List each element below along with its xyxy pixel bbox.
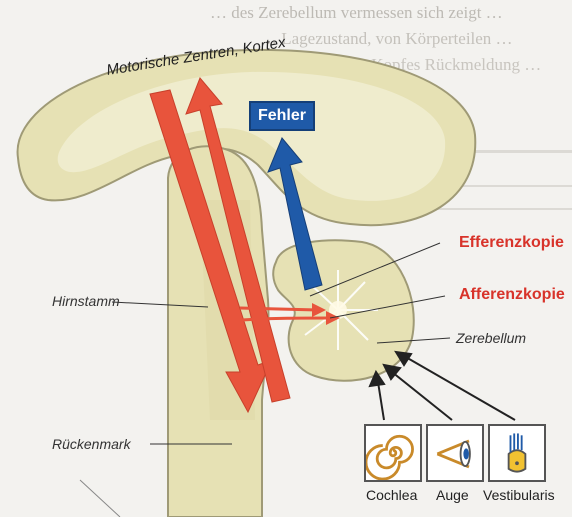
cochlea-label: Cochlea [366, 487, 417, 503]
rueckenmark-label: Rückenmark [52, 436, 131, 452]
cochlea-box [364, 424, 422, 482]
afferenzkopie-label: Afferenzkopie [459, 286, 565, 304]
efferenzkopie-arrow-line [240, 308, 318, 310]
vestibular-organ-icon [490, 426, 544, 480]
fehler-label: Fehler [249, 101, 315, 131]
auge-label: Auge [436, 487, 469, 503]
eye-icon [428, 426, 482, 480]
efferenzkopie-label: Efferenzkopie [459, 234, 564, 252]
zerebellum-label: Zerebellum [456, 330, 526, 346]
vestibularis-box [488, 424, 546, 482]
bg-text-line-2: … Lagezustand, von Körperteilen … [260, 29, 513, 48]
hirnstamm-label: Hirnstamm [52, 293, 120, 309]
cochlea-spiral-icon [366, 426, 420, 480]
auge-box [426, 424, 484, 482]
bg-text-line-1: … des Zerebellum vermessen sich zeigt … [210, 3, 503, 22]
scan-artifact-line [80, 480, 120, 517]
vestibularis-label: Vestibularis [483, 487, 555, 503]
